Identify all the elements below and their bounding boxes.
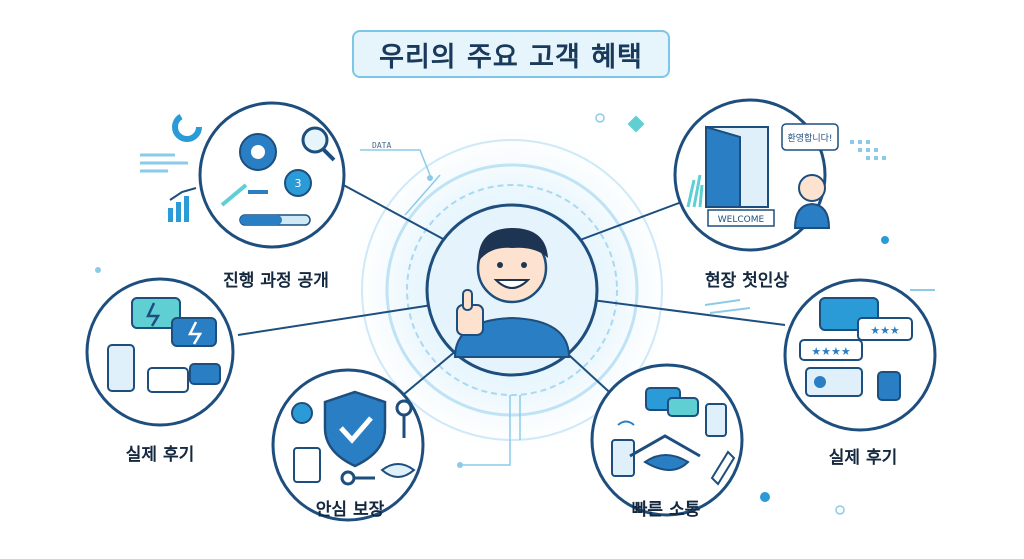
decor-dot (881, 236, 889, 244)
center-ring-inner (406, 184, 618, 396)
benefit-label-first-impression: 현장 첫인상 (704, 271, 790, 291)
decor-dot (427, 175, 433, 181)
svg-text:★★★: ★★★ (870, 324, 900, 337)
decor-dot (457, 462, 463, 468)
benefit-node-progress: 3 (198, 101, 346, 249)
gears-process-icon: 3 (220, 126, 336, 226)
center-ring-mid (385, 163, 639, 417)
chat-bubbles-icon (107, 297, 221, 393)
decor-dot (95, 267, 101, 273)
star-reviews-icon: ★★★ ★★★★ (799, 297, 913, 401)
svg-text:3: 3 (295, 177, 302, 190)
welcome-door-icon: WELCOME 환영합니다! (686, 123, 839, 229)
speech-bubble-text: 환영합니다! (787, 132, 832, 144)
decor-diamond (627, 115, 645, 133)
decor-dot (760, 492, 770, 502)
decor-lines (360, 149, 521, 466)
decor-dash-lines (704, 289, 935, 314)
benefit-node-first-impression: WELCOME 환영합니다! (673, 98, 839, 252)
center-customer (425, 203, 599, 377)
svg-text:★★★★: ★★★★ (811, 345, 851, 358)
welcome-sign-text: WELCOME (718, 215, 765, 225)
benefit-node-reviews-left (85, 277, 235, 427)
page-title: 우리의 주요 고객 혜택 (352, 30, 670, 78)
thumbs-up-icon (456, 289, 484, 336)
shield-check-icon (291, 390, 416, 486)
decor-ring (835, 505, 845, 515)
benefit-node-reviews-right: ★★★ ★★★★ (783, 278, 937, 432)
center-ring-outer (361, 139, 663, 441)
data-tag: DATA (372, 141, 392, 150)
decor-ring (595, 113, 605, 123)
decor-dot-grid (850, 140, 886, 160)
handshake-chat-icon (611, 387, 736, 486)
benefit-node-guarantee (271, 368, 425, 522)
benefit-label-communication: 빠른 소통 (631, 500, 701, 520)
benefit-label-guarantee: 안심 보장 (315, 500, 385, 520)
benefit-node-communication (590, 363, 744, 517)
benefit-label-reviews-right: 실제 후기 (828, 448, 898, 468)
benefit-label-progress: 진행 과정 공개 (223, 271, 329, 291)
benefit-label-reviews-left: 실제 후기 (125, 445, 195, 465)
decor-chart (140, 112, 202, 222)
